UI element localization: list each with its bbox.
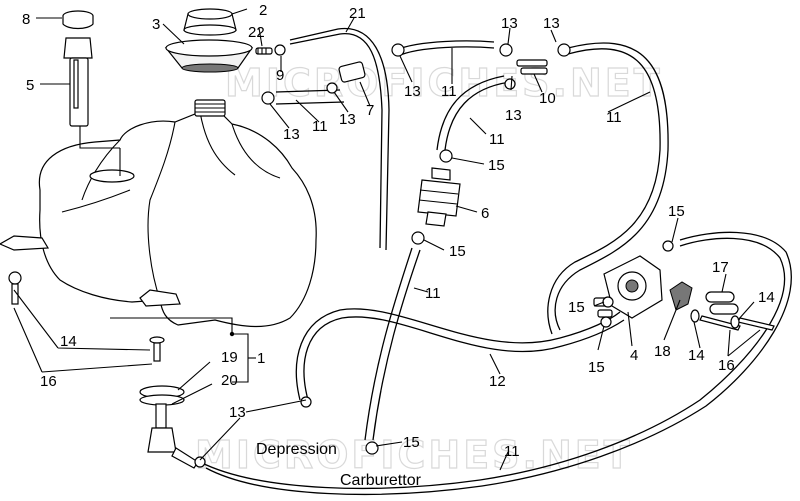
callout-13-e: 13 bbox=[543, 15, 560, 32]
callout-15-e: 15 bbox=[588, 359, 605, 376]
mounting-hardware bbox=[8, 271, 775, 362]
fuel-cap bbox=[183, 8, 237, 36]
fuel-level-sender bbox=[62, 10, 94, 127]
fuel-filter bbox=[417, 167, 461, 227]
hose-filter-out bbox=[364, 247, 421, 441]
callout-14-b: 14 bbox=[688, 347, 705, 364]
callout-21: 21 bbox=[349, 5, 366, 22]
hose-filter-in bbox=[436, 75, 511, 151]
callout-18: 18 bbox=[654, 343, 671, 360]
hose-depression bbox=[295, 308, 625, 401]
callout-15-b: 15 bbox=[449, 243, 466, 260]
filler-neck bbox=[164, 39, 254, 73]
callout-16-a: 16 bbox=[718, 357, 735, 374]
callout-13-g: 13 bbox=[229, 404, 246, 421]
callout-6: 6 bbox=[481, 205, 489, 222]
callout-5: 5 bbox=[26, 77, 34, 94]
callout-16-b: 16 bbox=[40, 373, 57, 390]
callout-13-d: 13 bbox=[501, 15, 518, 32]
callout-2: 2 bbox=[259, 2, 267, 19]
fuel-tap bbox=[593, 255, 663, 319]
callout-4: 4 bbox=[630, 347, 638, 364]
callout-11-a: 11 bbox=[312, 118, 328, 135]
callout-1: 1 bbox=[257, 350, 265, 367]
callout-9: 9 bbox=[276, 67, 284, 84]
callout-19: 19 bbox=[221, 349, 238, 366]
callout-11-c: 11 bbox=[489, 131, 505, 148]
hose-vent-top bbox=[395, 40, 495, 57]
callout-7: 7 bbox=[366, 102, 374, 119]
callout-22: 22 bbox=[248, 24, 265, 41]
callout-8: 8 bbox=[22, 11, 30, 28]
vent-valve bbox=[338, 61, 366, 83]
callout-13-b: 13 bbox=[339, 111, 356, 128]
callout-15-f: 15 bbox=[403, 434, 420, 451]
hose-bottom-long bbox=[199, 231, 792, 495]
label-depression: Depression bbox=[256, 441, 337, 458]
leader-lines bbox=[13, 8, 761, 471]
hose-main-right bbox=[547, 42, 669, 335]
callout-11-d: 11 bbox=[606, 109, 622, 126]
fuel-tank bbox=[0, 99, 317, 328]
callout-10: 10 bbox=[539, 90, 556, 107]
breather-hose bbox=[289, 27, 390, 251]
callout-20: 20 bbox=[221, 372, 238, 389]
callout-15-a: 15 bbox=[488, 157, 505, 174]
watermark-top: MICROFICHES.NET bbox=[225, 61, 663, 105]
label-carburettor: Carburettor bbox=[340, 472, 422, 489]
callout-15-d: 15 bbox=[568, 299, 585, 316]
hose-clips bbox=[194, 43, 674, 468]
callout-11-f: 11 bbox=[504, 443, 520, 460]
callout-14-c: 14 bbox=[60, 333, 77, 350]
callout-12: 12 bbox=[489, 373, 506, 390]
clamp-and-fitting bbox=[139, 385, 199, 469]
callout-17: 17 bbox=[712, 259, 729, 276]
callout-14-a: 14 bbox=[758, 289, 775, 306]
callout-11-e: 11 bbox=[425, 285, 441, 302]
callout-15-c: 15 bbox=[668, 203, 685, 220]
callout-13-c: 13 bbox=[404, 83, 421, 100]
callout-13-a: 13 bbox=[283, 126, 300, 143]
callout-13-f: 13 bbox=[505, 107, 522, 124]
callout-11-b: 11 bbox=[441, 83, 457, 100]
small-fittings bbox=[255, 44, 548, 75]
callouts: 8 5 2 3 22 9 21 13 11 13 7 13 11 13 13 1… bbox=[22, 2, 775, 460]
callout-3: 3 bbox=[152, 16, 160, 33]
